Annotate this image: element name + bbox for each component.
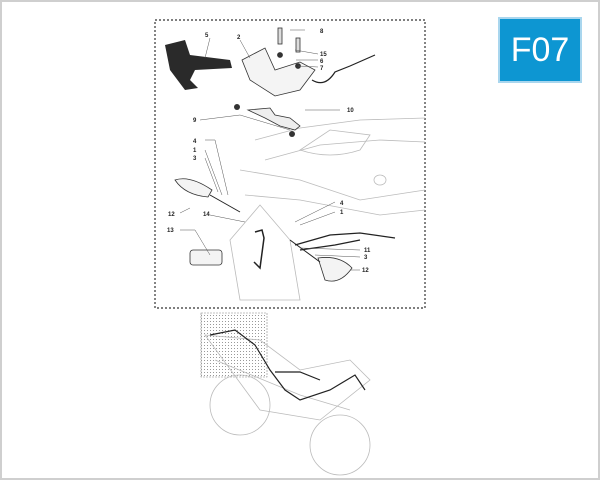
callout-13: 13	[167, 228, 174, 234]
connector-wire	[311, 54, 376, 84]
leader-lines	[179, 29, 361, 271]
callout-4-right: 4	[340, 201, 344, 207]
detail-area-border	[154, 19, 426, 309]
callout-11: 11	[364, 248, 371, 254]
part-13-plate-light	[189, 249, 223, 266]
callout-5: 5	[205, 33, 209, 39]
callout-12-right: 12	[362, 268, 369, 274]
callout-1-left: 1	[193, 148, 197, 154]
part-2-tail-cover	[241, 47, 316, 97]
callout-2: 2	[237, 35, 241, 41]
callout-7: 7	[320, 66, 324, 72]
figure-code-badge: F07	[498, 17, 582, 83]
part-12-right-indicator	[317, 257, 353, 282]
part-9-nut	[234, 104, 240, 110]
callout-6: 6	[320, 59, 324, 65]
part-8-bolts	[277, 27, 301, 69]
callout-1-right: 1	[340, 210, 344, 216]
callout-8: 8	[320, 29, 324, 35]
part-14-connector	[253, 229, 265, 270]
callout-14: 14	[203, 212, 210, 218]
overview-harness	[209, 329, 366, 401]
overview-motorcycle	[204, 334, 371, 476]
callout-labels: 5 2 8 15 6 7 10 9 4 1 3 12 14 13 4 1 11 …	[167, 29, 371, 274]
callout-3-right: 3	[364, 255, 368, 261]
part-11-wiring-harness	[294, 232, 396, 251]
callout-4-left: 4	[193, 139, 197, 145]
part-12-left-indicator	[174, 178, 213, 198]
part-9-nut	[289, 131, 295, 137]
callout-15: 15	[320, 52, 327, 58]
callout-3-left: 3	[193, 156, 197, 162]
callout-10: 10	[347, 108, 354, 114]
part-10-bracket	[246, 107, 301, 131]
part-5-grab-handle	[165, 40, 232, 90]
callout-9: 9	[193, 118, 197, 124]
callout-12-left: 12	[168, 212, 175, 218]
motorcycle-frame-outline	[229, 117, 426, 301]
